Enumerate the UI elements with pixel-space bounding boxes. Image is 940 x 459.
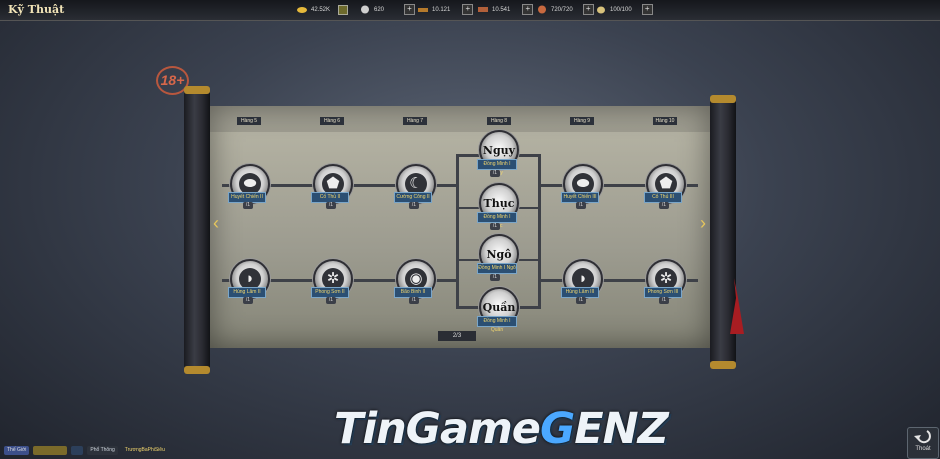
scroll-right-rod (710, 97, 736, 364)
wheat-icon: ✲ (326, 270, 340, 287)
rank-header-band (210, 106, 710, 132)
add-silver-button[interactable]: + (404, 4, 416, 15)
connector-line (538, 279, 698, 282)
faction-label: Đồng Minh I Ngô (477, 263, 517, 274)
node-level: /1 (659, 297, 669, 304)
scroll-right-cap-top (710, 95, 736, 103)
rank-header: Hàng 9 (570, 117, 594, 125)
next-page-arrow-icon[interactable]: › (700, 213, 706, 233)
player-name[interactable]: TrươngBaPhiSiêu (124, 446, 165, 453)
node-level: /1 (326, 202, 336, 209)
wood-icon (418, 8, 428, 12)
gold-box-icon[interactable] (338, 4, 349, 15)
tassel-icon (730, 278, 744, 334)
tech-node-hung-lam-ii[interactable]: ◗ (230, 259, 270, 299)
faction-name: Ngụy (482, 144, 516, 157)
resource-iron: 10.541 + (478, 3, 534, 16)
resource-grain: 100/100 + (596, 3, 653, 16)
add-meat-button[interactable]: + (582, 4, 594, 15)
chat-icon (71, 445, 84, 455)
rank-header: Hàng 6 (320, 117, 344, 125)
resource-iron-value: 10.541 (492, 6, 511, 13)
vip-badge-icon (33, 445, 68, 455)
resource-silver-value: 620 (374, 6, 385, 13)
faction-name: Thục (483, 197, 515, 210)
node-level: /1 (326, 297, 336, 304)
meat-icon (538, 5, 546, 14)
tech-tree-paper (210, 106, 710, 348)
chat-tab-world[interactable]: Thế Giới (4, 445, 30, 455)
rank-header: Hàng 7 (403, 117, 427, 125)
wheat-icon: ✲ (659, 270, 673, 287)
node-level: /1 (409, 297, 419, 304)
faction-label: Đồng Minh I Ngụy (477, 159, 517, 176)
window-title: Kỹ Thuật (8, 3, 65, 16)
exit-label: Thoát (915, 446, 931, 452)
faction-name: Quần (482, 301, 516, 314)
grain-icon (597, 6, 605, 14)
silver-coin-icon (361, 5, 369, 14)
connector-line (456, 154, 459, 307)
resource-silver: 620 + (360, 3, 416, 16)
scroll-left-rod (184, 90, 210, 370)
faction-label: Đồng Minh I Quần (477, 316, 517, 333)
resource-meat-value: 720/720 (551, 6, 573, 13)
node-level: /1 (659, 202, 669, 209)
resource-gold: 42.52K (297, 3, 349, 16)
beast-icon: ◗ (245, 270, 255, 287)
blood-battle-icon: ⬬ (243, 175, 257, 192)
return-arrow-icon (914, 430, 931, 444)
rank-header: Hàng 10 (653, 117, 677, 125)
resource-gold-value: 42.52K (311, 6, 331, 13)
resource-wood-value: 10.121 (432, 6, 451, 13)
scroll-left-cap-bottom (184, 366, 210, 374)
page-indicator: 2/3 (438, 331, 476, 341)
channel-tag: Phổ Thông (87, 445, 118, 455)
gold-icon (297, 7, 307, 13)
node-level: /1 (490, 223, 500, 230)
add-wood-button[interactable]: + (462, 4, 474, 15)
resource-grain-value: 100/100 (610, 6, 632, 13)
node-level: /1 (490, 274, 500, 281)
add-iron-button[interactable]: + (522, 4, 534, 15)
add-grain-button[interactable]: + (641, 4, 653, 15)
node-level: /1 (576, 202, 586, 209)
target-icon: ◉ (409, 270, 423, 287)
connector-line (538, 154, 541, 307)
scroll-right-cap-bottom (710, 361, 736, 369)
rank-header: Hàng 8 (487, 117, 511, 125)
faction-node-quan[interactable]: Quần (479, 287, 519, 327)
node-level: /1 (409, 202, 419, 209)
node-level: /1 (490, 170, 500, 177)
blood-battle-icon: ⬬ (576, 175, 590, 192)
chat-bar: Thế Giới Phổ Thông TrươngBaPhiSiêu (0, 441, 300, 459)
node-level: /1 (576, 297, 586, 304)
node-level: /1 (243, 297, 253, 304)
scroll-left-cap-top (184, 86, 210, 94)
connector-line (538, 184, 698, 187)
node-level: /1 (243, 202, 253, 209)
exit-button[interactable]: Thoát (907, 427, 939, 459)
shield-icon: ⬟ (659, 175, 673, 192)
rank-header: Hàng 5 (237, 117, 261, 125)
tech-node-bao-binh-ii[interactable]: ◉ (396, 259, 436, 299)
resource-meat: 720/720 + (537, 3, 594, 16)
faction-label: Đồng Minh I Thục (477, 212, 517, 229)
watermark-logo: TinGameGENZ (334, 404, 669, 454)
resource-wood: 10.121 + (418, 3, 474, 16)
beast-icon: ◗ (578, 270, 588, 287)
shield-icon: ⬟ (326, 175, 340, 192)
faction-name: Ngô (486, 248, 512, 261)
age-rating-badge: 18+ (156, 66, 189, 95)
bow-icon: ☾ (409, 175, 423, 192)
iron-icon (478, 7, 488, 12)
prev-page-arrow-icon[interactable]: ‹ (213, 213, 219, 233)
